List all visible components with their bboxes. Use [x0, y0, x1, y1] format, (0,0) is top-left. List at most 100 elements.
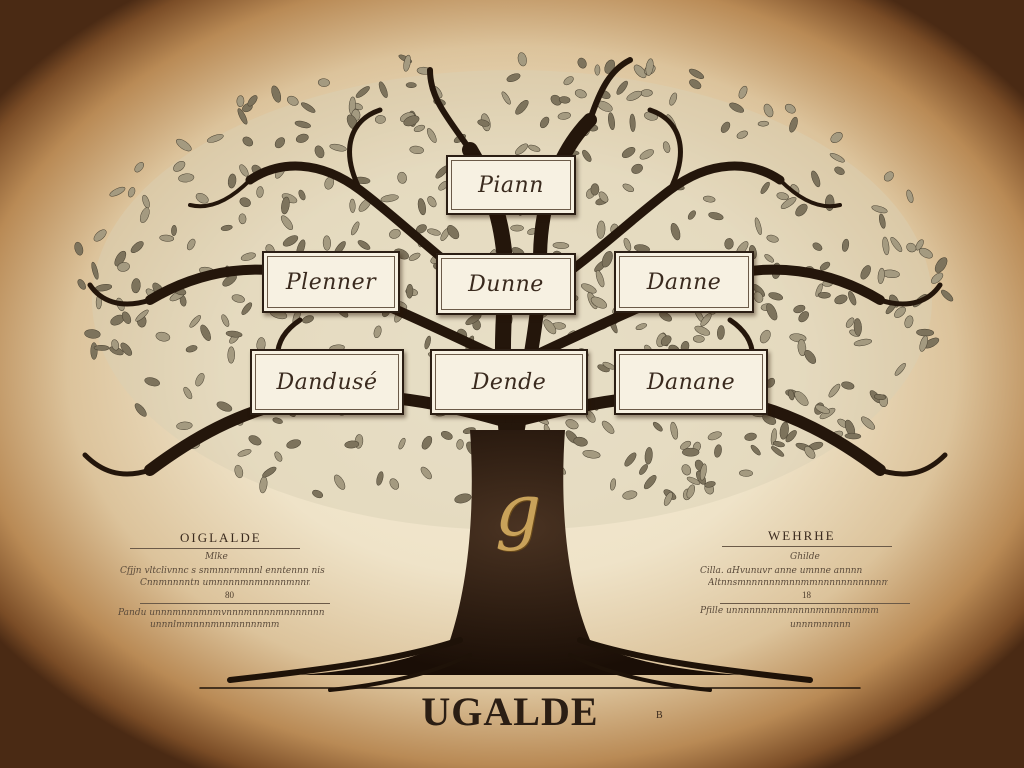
leaf	[686, 476, 701, 485]
leaf	[413, 124, 426, 132]
leaf	[795, 203, 808, 217]
leaf	[171, 225, 177, 236]
leaf	[239, 164, 249, 177]
leaf	[878, 213, 886, 229]
leaf	[645, 58, 654, 76]
right-panel-rule	[722, 546, 892, 547]
left-panel-line: unnnlmmnnnmnnmnnnnmmnn	[150, 620, 280, 630]
leaf	[841, 381, 855, 390]
leaf	[227, 173, 237, 189]
leaf	[750, 444, 761, 456]
name-box-label: Danane	[646, 369, 736, 395]
left-panel-heading: OIGLALDE	[180, 530, 262, 545]
leaf	[871, 205, 888, 214]
leaf	[853, 318, 862, 336]
leaf	[300, 102, 316, 113]
leaf	[669, 92, 678, 106]
leaf	[622, 183, 635, 193]
leaf	[793, 304, 806, 314]
name-box-label: Dunne	[468, 271, 544, 297]
name-box-row1-right: Danne	[614, 251, 754, 313]
leaf	[759, 329, 771, 344]
leaf	[738, 85, 748, 99]
leaf	[237, 108, 248, 125]
leaf	[272, 417, 283, 424]
leaf	[590, 296, 607, 309]
leaf	[841, 238, 850, 252]
leaf	[772, 441, 785, 448]
leaf	[134, 403, 147, 417]
leaf	[274, 451, 283, 462]
leaf	[779, 421, 789, 440]
leaf	[287, 95, 299, 106]
leaf	[238, 213, 247, 225]
leaf	[784, 103, 796, 114]
leaf	[312, 489, 324, 499]
leaf	[186, 238, 196, 251]
leaf	[282, 235, 299, 247]
leaf	[834, 294, 848, 305]
right-panel-heading: WEHRHE	[768, 528, 836, 543]
leaf	[883, 171, 894, 182]
name-box-row1-left: Plenner	[262, 251, 400, 313]
leaf	[680, 440, 692, 450]
leaf	[357, 240, 371, 250]
leaf	[811, 170, 821, 188]
family-name-title: UGALDE	[421, 689, 599, 734]
name-box-row2-center: Dende	[430, 349, 588, 415]
leaf	[477, 119, 490, 127]
leaf	[227, 346, 235, 364]
leaf	[173, 160, 186, 172]
leaf	[714, 444, 722, 458]
leaf	[582, 450, 601, 459]
leaf	[873, 393, 887, 401]
leaf	[183, 386, 193, 400]
left-panel-rule	[130, 548, 300, 549]
leaf	[581, 283, 597, 294]
leaf	[155, 331, 171, 342]
leaf	[766, 303, 778, 321]
leaf	[302, 315, 314, 324]
leaf	[349, 198, 356, 213]
leaf	[739, 469, 753, 477]
leaf	[454, 493, 472, 504]
leaf	[764, 254, 775, 263]
leaf	[804, 446, 816, 459]
leaf	[240, 252, 256, 261]
leaf	[794, 390, 809, 407]
name-box-label: Dandusé	[276, 369, 378, 395]
leaf	[127, 187, 136, 198]
leaf	[640, 89, 653, 97]
leaf	[121, 311, 132, 324]
left-panel-line: Cnnmnnnntn umnnnnmnmnnnnmnnmnd	[140, 578, 310, 588]
right-panel-line: unnnmnnnnn	[790, 620, 851, 630]
leaf	[510, 224, 524, 232]
leaf	[380, 194, 399, 203]
leaf	[398, 437, 406, 450]
leaf	[374, 115, 386, 124]
name-box-label: Plenner	[285, 269, 377, 295]
leaf	[248, 435, 262, 446]
leaf	[405, 82, 417, 88]
leaf	[225, 330, 243, 338]
leaf	[768, 292, 784, 301]
name-box-row2-left: Dandusé	[250, 349, 404, 415]
leaf	[271, 85, 282, 103]
right-panel-subtitle: Ghilde	[790, 552, 820, 562]
leaf	[834, 166, 845, 175]
leaf	[144, 377, 160, 387]
leaf	[595, 270, 605, 288]
leaf	[596, 220, 606, 239]
leaf	[780, 196, 797, 210]
leaf	[631, 163, 643, 174]
corner-mark: B	[656, 710, 663, 721]
leaf	[754, 217, 762, 235]
leaf	[427, 228, 441, 236]
leaf	[440, 430, 453, 440]
leaf	[84, 329, 101, 339]
leaf	[853, 338, 873, 347]
leaf	[763, 103, 774, 118]
leaf	[812, 242, 823, 251]
leaf	[389, 229, 401, 239]
leaf	[663, 491, 673, 506]
